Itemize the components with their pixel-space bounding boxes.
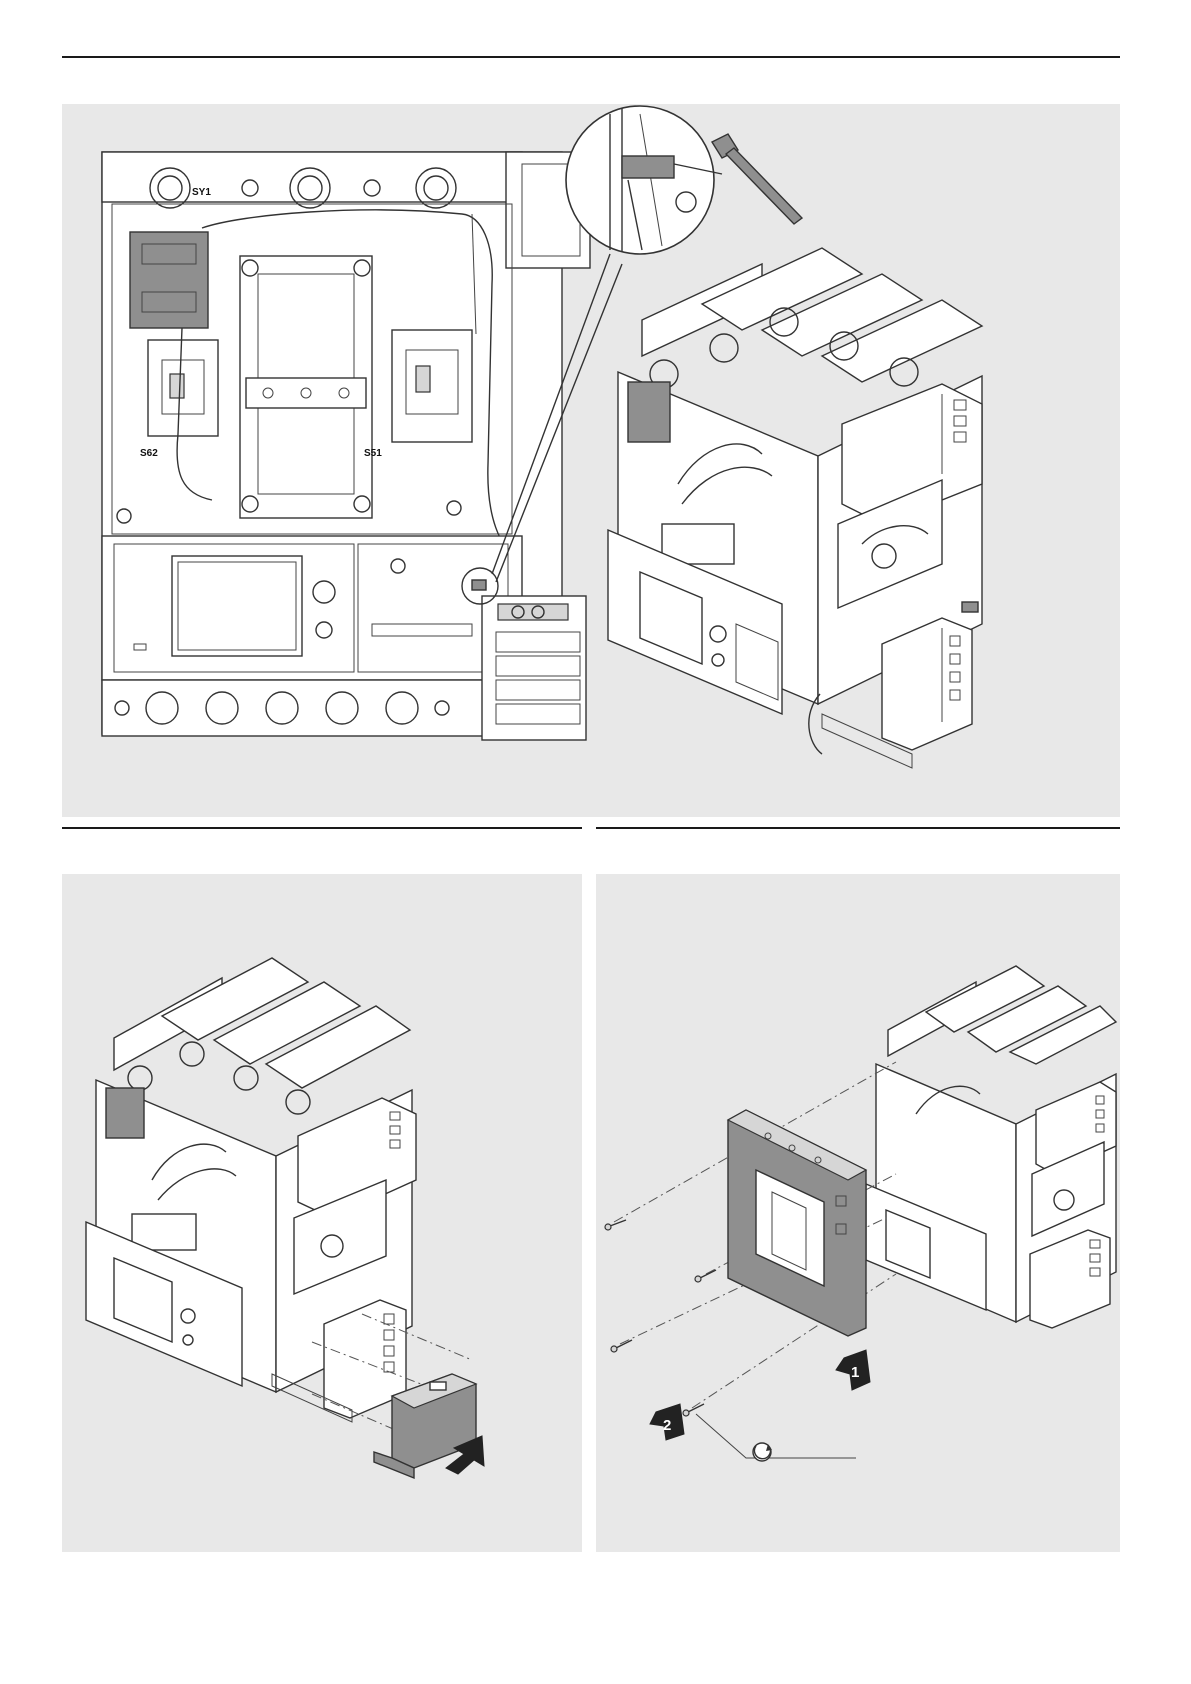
front-plate-part: [728, 1110, 866, 1336]
isometric-view-breaker: [608, 248, 982, 768]
isometric-breaker-far: [866, 966, 1116, 1328]
front-plate-mounting-drawing: 1 2: [596, 874, 1120, 1552]
mid-rule-right: [596, 827, 1120, 829]
cover-insertion-drawing: [62, 874, 582, 1552]
top-illustration-panel: SY1 S62 S51: [62, 104, 1120, 817]
label-s62: S62: [140, 448, 158, 459]
label-s51: S51: [364, 448, 382, 459]
step-1-number: 1: [851, 1364, 859, 1381]
step-1-arrow: 1: [836, 1350, 870, 1390]
screws: [605, 1220, 716, 1416]
step-2-arrow: 2: [650, 1404, 684, 1440]
bottom-right-illustration-panel: 1 2: [596, 874, 1120, 1552]
rotation-icon: [696, 1414, 856, 1461]
bottom-left-illustration-panel: [62, 874, 582, 1552]
front-view-breaker: [102, 152, 622, 740]
top-rule: [62, 56, 1120, 58]
step-2-number: 2: [663, 1417, 671, 1434]
front-and-iso-view-drawing: SY1 S62 S51: [62, 104, 1120, 817]
cable-tie-icon: [712, 134, 802, 224]
label-sy1: SY1: [192, 187, 211, 198]
isometric-breaker-small: [86, 958, 416, 1422]
detail-magnifier: [566, 106, 722, 254]
mid-rule-left: [62, 827, 582, 829]
